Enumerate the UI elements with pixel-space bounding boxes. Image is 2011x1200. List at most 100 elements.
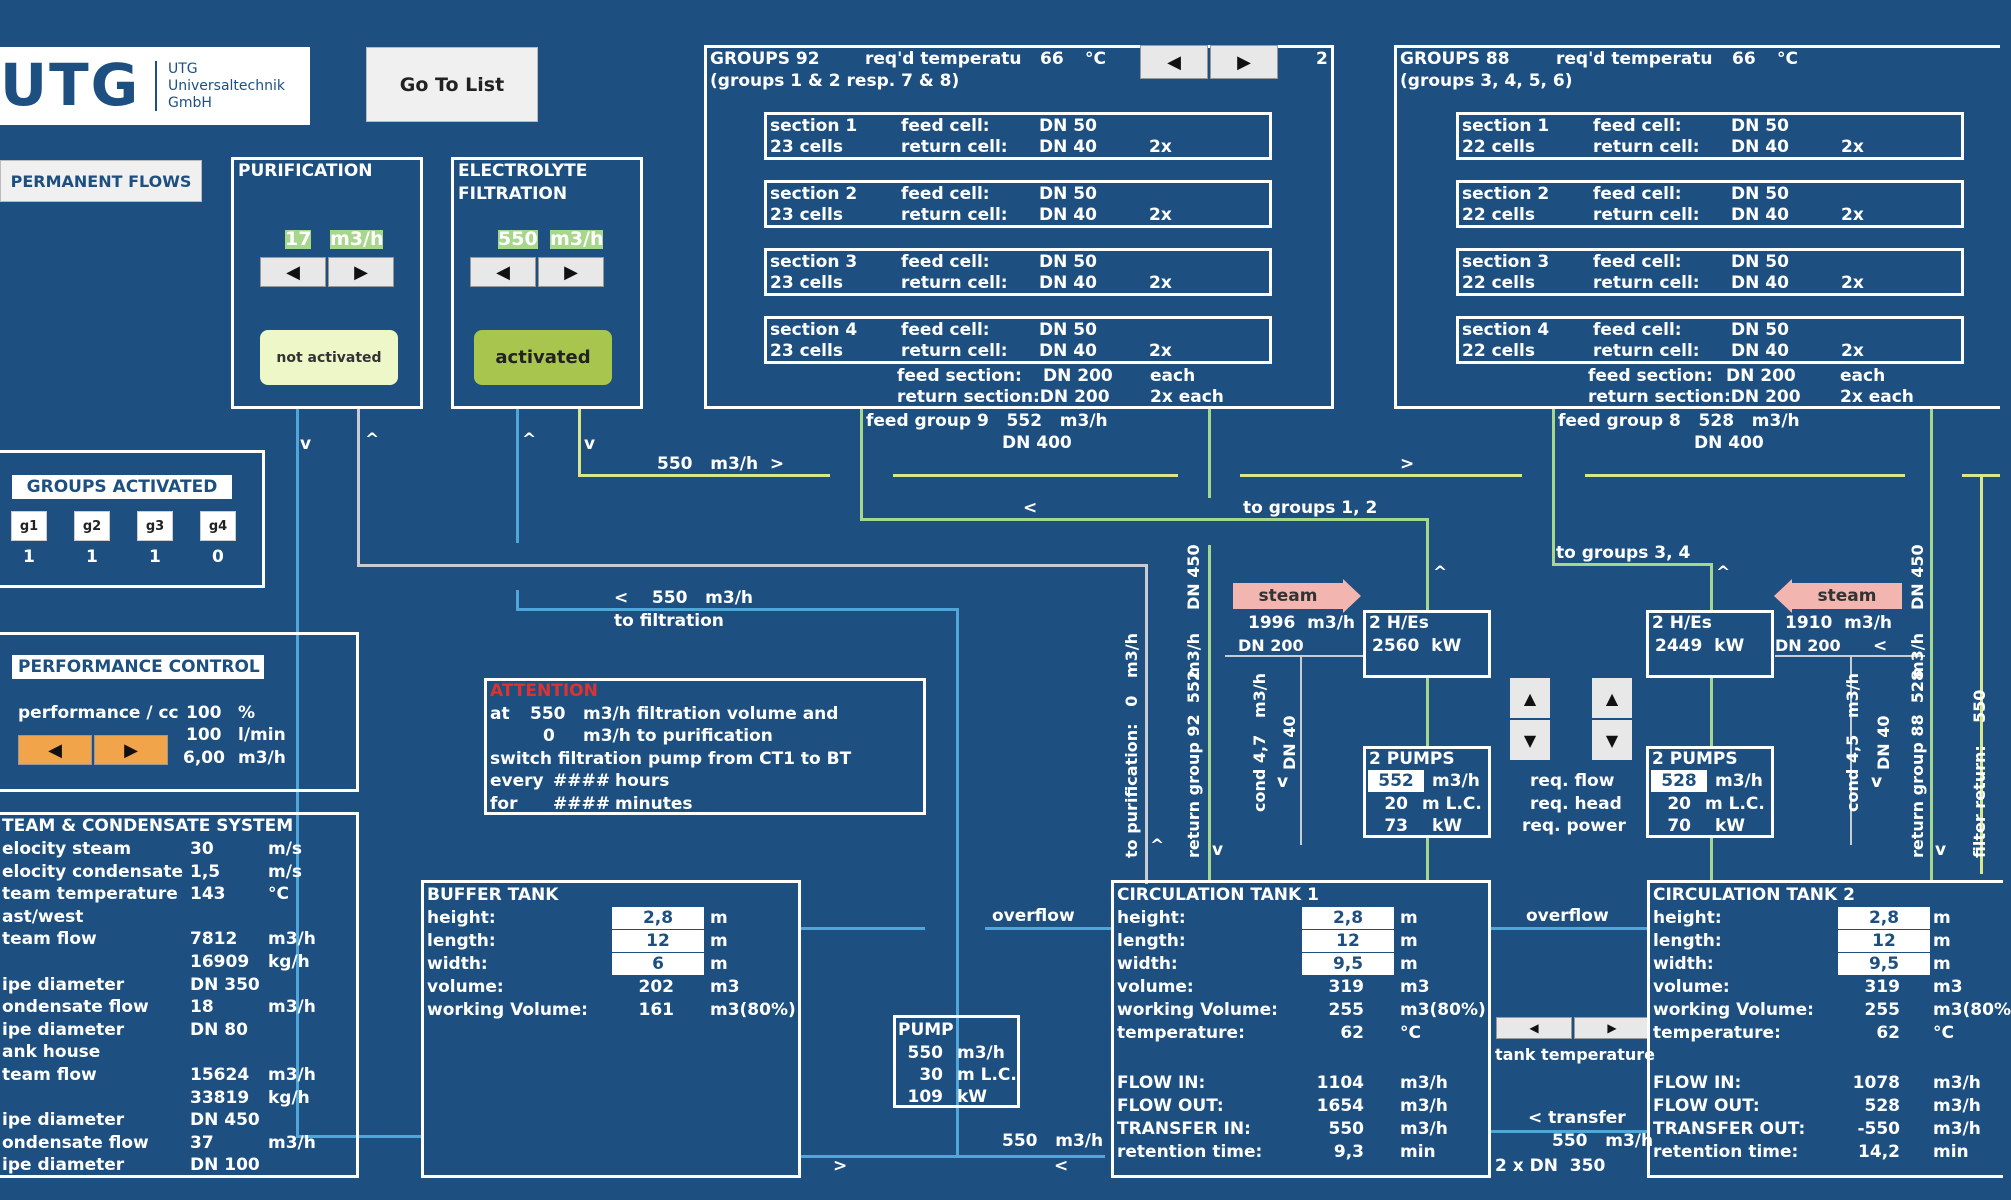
attention-l4b: #### (553, 771, 610, 791)
pipe-filt-feed-h3 (1240, 474, 1522, 477)
performance-unit-2: l/min (238, 725, 286, 745)
ct1-panel (1111, 880, 1491, 1178)
hx2-title: 2 H/Es (1652, 613, 1712, 633)
ct2-row-input[interactable]: 12 (1838, 930, 1930, 952)
ct2-row-input[interactable]: 2,8 (1838, 907, 1930, 929)
ct1-flow-unit: m3/h (1400, 1119, 1448, 1139)
performance-value-2: 100 (186, 725, 222, 745)
pumps1-flow-input[interactable]: 552 (1368, 770, 1424, 792)
groups92-section-ret-dn: DN 40 (1039, 205, 1097, 225)
steam-row-label: ipe diameter (2, 1155, 125, 1176)
pumps2-flow-input[interactable]: 528 (1651, 770, 1707, 792)
tank-temperature-increase-button[interactable]: ▶ (1574, 1017, 1650, 1039)
attention-l1b: 550 (530, 704, 566, 724)
group-value-g4: 0 (212, 547, 224, 567)
group-toggle-g2[interactable]: g2 (74, 511, 110, 541)
group-toggle-g3[interactable]: g3 (137, 511, 173, 541)
pipe-pumps2-down (1710, 838, 1713, 882)
pipe-ret88-v (1930, 408, 1933, 880)
groups92-next-button[interactable]: ▶ (1210, 45, 1278, 79)
groups92-section-feed-dn: DN 50 (1039, 184, 1097, 204)
pumps2-power-unit: kW (1715, 816, 1746, 836)
go-to-list-button[interactable]: Go To List (366, 47, 538, 122)
pipe-filt-feed-v2 (1980, 474, 1983, 874)
filtration-increase-button[interactable]: ▶ (538, 257, 604, 287)
groups92-prev-button[interactable]: ◀ (1140, 45, 1208, 79)
overflow-label-1: overflow (992, 906, 1075, 926)
permanent-flows-button[interactable]: PERMANENT FLOWS (0, 160, 202, 202)
performance-increase-button[interactable]: ▶ (94, 735, 168, 765)
purification-status-button[interactable]: not activated (260, 330, 398, 385)
ct2-row-unit: m (1933, 908, 1951, 928)
to-groups-12-label: to groups 1, 2 (1243, 498, 1378, 518)
ct2-row-value: 255 (1864, 1000, 1901, 1020)
groups88-section-feed-dn: DN 50 (1731, 184, 1789, 204)
buffer_tank-row-input[interactable]: 2,8 (612, 907, 704, 929)
to-purif-caret: ^ (1150, 836, 1165, 856)
group-toggle-g1[interactable]: g1 (11, 511, 47, 541)
ct2-row-input[interactable]: 9,5 (1838, 953, 1930, 975)
purification-increase-button[interactable]: ▶ (328, 257, 394, 287)
buffer_tank-row-input[interactable]: 12 (612, 930, 704, 952)
ct2-row-label: height: (1653, 908, 1722, 928)
groups88-section-name: section 3 (1462, 252, 1550, 272)
ct2-row-label: length: (1653, 931, 1722, 951)
groups92-section-feed-dn: DN 50 (1039, 116, 1097, 136)
steam-row-unit: m3/h (268, 997, 316, 1018)
attention-l1c: m3/h filtration volume and (583, 704, 839, 724)
req-head-up-button[interactable]: ▲ (1592, 678, 1632, 718)
ct2-flow-label: retention time: (1653, 1142, 1799, 1162)
groups88-section-mult: 2x (1841, 341, 1864, 361)
purification-decrease-button[interactable]: ◀ (260, 257, 326, 287)
steam-row-label: ondensate flow (2, 997, 149, 1018)
filtration-flow: 550 (498, 228, 538, 250)
ct1-row-unit: m (1400, 954, 1418, 974)
ct2-flow-value: -550 (1857, 1119, 1900, 1139)
steam-arrow-head-1 (1343, 579, 1361, 613)
req-flow-down-button[interactable]: ▼ (1510, 720, 1550, 760)
groups88-section-box (1456, 316, 1964, 364)
groups88-section-box (1456, 112, 1964, 160)
group-toggle-g4[interactable]: g4 (200, 511, 236, 541)
ct2-row-label: temperature: (1653, 1023, 1781, 1043)
pipe-purif-return (357, 408, 360, 566)
ct1-row-input[interactable]: 12 (1302, 930, 1394, 952)
return-group92-label: return group 92 552 (1184, 669, 1203, 858)
buffer_tank-row-input[interactable]: 6 (612, 953, 704, 975)
filtration-decrease-button[interactable]: ◀ (470, 257, 536, 287)
groups92-section-ret-dn: DN 40 (1039, 273, 1097, 293)
req-flow-up-button[interactable]: ▲ (1510, 678, 1550, 718)
req-head-down-button[interactable]: ▼ (1592, 720, 1632, 760)
bottom-lt-marker: < (1054, 1156, 1069, 1176)
groups88-feed-section-dn: DN 200 (1726, 366, 1796, 386)
pumps1-power: 73 (1384, 816, 1408, 836)
groups88-section-mult: 2x (1841, 273, 1864, 293)
steam-row-value: 18 (190, 997, 214, 1018)
pipe-ret92-v2 (1208, 545, 1211, 880)
pipe-filt-feed-h4 (1585, 474, 1905, 477)
groups88-section-feed: feed cell: (1593, 184, 1682, 204)
ct1-row-input[interactable]: 2,8 (1302, 907, 1394, 929)
ct1-row-input[interactable]: 9,5 (1302, 953, 1394, 975)
cond47-v-marker: v (1277, 772, 1289, 792)
pipe-pumps1-down (1426, 838, 1429, 882)
steam-arrow-right-1: steam (1233, 583, 1343, 609)
hx2-dn: DN 200 (1775, 636, 1841, 655)
groups88-section-cells: 22 cells (1462, 341, 1535, 361)
groups88-section-box (1456, 180, 1964, 228)
buffer_tank-row-unit: m (710, 954, 728, 974)
ret92-caret: ^ (1433, 563, 1448, 583)
m3h-label-c: m3/h (1250, 672, 1269, 718)
pipe-hx1-down (1426, 678, 1429, 746)
ct1-flow-value: 1654 (1316, 1096, 1364, 1116)
groups92-section-cells: 23 cells (770, 205, 843, 225)
groups92-req-unit: °C (1085, 49, 1106, 69)
groups88-subtitle: (groups 3, 4, 5, 6) (1400, 71, 1573, 91)
performance-decrease-button[interactable]: ◀ (18, 735, 92, 765)
steam-row-value: 15624 (190, 1065, 250, 1085)
tank-temperature-decrease-button[interactable]: ◀ (1496, 1017, 1572, 1039)
pipe-ret92-v (1208, 408, 1211, 498)
groups88-section-box (1456, 248, 1964, 296)
filtration-status-button[interactable]: activated (474, 330, 612, 385)
buffer_tank-row-label: working Volume: (427, 1000, 588, 1020)
